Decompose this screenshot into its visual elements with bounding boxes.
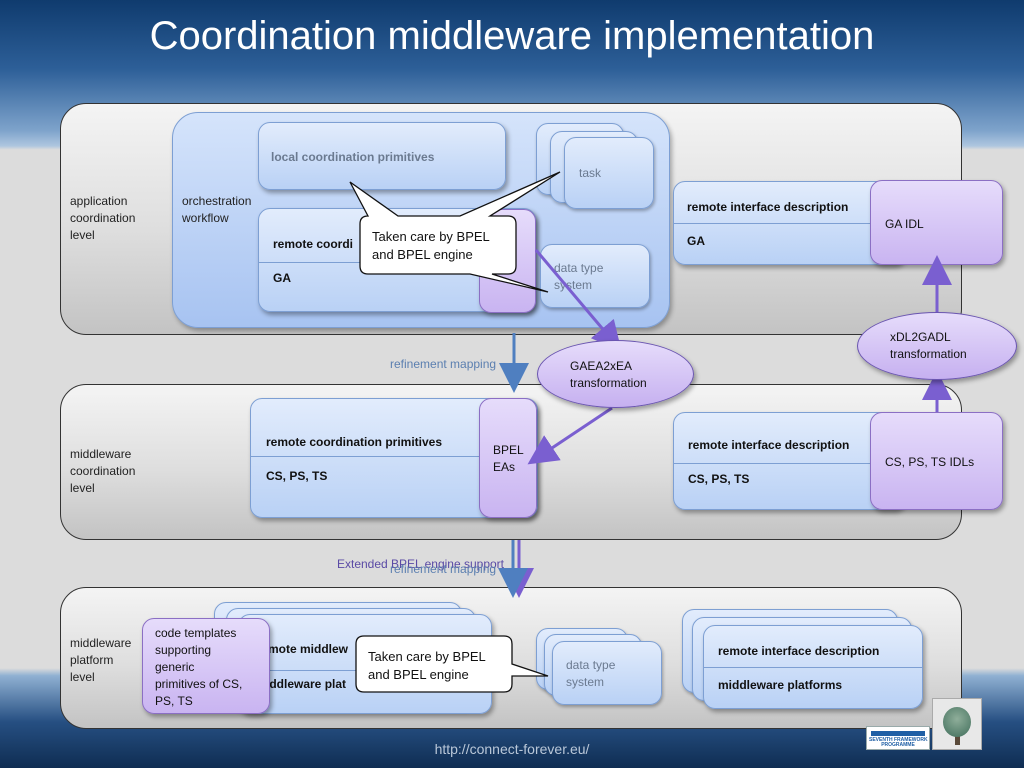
code-templates-box <box>142 618 270 714</box>
mid-cs-ps-ts-label: CS, PS, TS <box>266 469 328 483</box>
bpel-eas-box <box>479 398 537 518</box>
app-remote-interface-label: remote interface description <box>687 200 849 214</box>
tree-crown <box>943 707 971 737</box>
gaea2xea-label: GAEA2xEA transformation <box>570 359 647 390</box>
gaea2xea-ellipse <box>537 340 694 408</box>
mid-cs-ps-ts2-label: CS, PS, TS <box>688 472 750 486</box>
task-label: task <box>579 166 602 180</box>
plat-middleware-platforms-label: middleware platforms <box>718 678 843 692</box>
cs-ps-ts-idls-label: CS, PS, TS IDLs <box>885 455 975 469</box>
plat-data-type-label: data type system <box>566 658 616 689</box>
ga-idl-label: GA IDL <box>885 217 924 231</box>
plat-remote-interface-label: remote interface description <box>718 644 880 658</box>
plat-remote-interface-divider <box>704 667 922 668</box>
plat-middleware-plat-label: iddleware plat <box>266 677 347 691</box>
app-remote-coordination-label: remote coordi <box>273 237 354 251</box>
cs-ps-ts-idls-box <box>870 412 1003 510</box>
mid-remote-divider <box>251 456 481 457</box>
callout-2-text: Taken care by BPEL and BPEL engine <box>368 649 486 682</box>
app-ga-label: GA <box>273 271 291 285</box>
xdl2gadl-label: xDL2GADL transformation <box>890 330 967 361</box>
slide-title: Coordination middleware implementation <box>149 14 875 58</box>
refinement-mapping-2-label: refinement mapping <box>390 562 497 576</box>
gaea-to-eas-arrow <box>527 406 613 465</box>
code-templates-label: code templates supporting generic primit… <box>155 626 243 708</box>
mid-remote-interface-box <box>673 412 905 510</box>
mid-remote-interface-divider <box>674 463 874 464</box>
callout-1-shape <box>349 171 561 293</box>
seventh-framework-logo: SEVENTH FRAMEWORK PROGRAMME <box>866 726 930 750</box>
application-level-label: application coordination level <box>70 194 136 242</box>
middleware-level-label: middleware coordination level <box>70 447 136 495</box>
plat-remote-middleware-label: mote middlew <box>268 642 349 656</box>
callout-1-text: Taken care by BPEL and BPEL engine <box>372 229 490 262</box>
callout-2-shape <box>355 635 549 693</box>
orchestration-label: orchestration workflow <box>182 194 252 225</box>
xdl2gadl-ellipse <box>857 312 1017 380</box>
bpel-to-gaea-arrow <box>534 249 622 352</box>
task-box <box>564 137 654 209</box>
footer-url[interactable]: http://connect-forever.eu/ <box>434 741 590 757</box>
refinement-mapping-1-label: refinement mapping <box>390 357 497 371</box>
mid-remote-coordination-label: remote coordination primitives <box>266 435 443 449</box>
bpel-eas-label: BPEL EAs <box>493 443 524 474</box>
app-ga2-label: GA <box>687 234 705 248</box>
logo-strip <box>871 731 925 736</box>
tree-logo <box>932 698 982 750</box>
tree-trunk <box>955 729 960 745</box>
platform-level-label: middleware platform level <box>70 636 132 684</box>
mid-remote-interface-label: remote interface description <box>688 438 850 452</box>
plat-data-type-box <box>552 641 662 705</box>
app-remote-interface-divider <box>674 223 874 224</box>
logo-text: SEVENTH FRAMEWORK PROGRAMME <box>869 737 928 748</box>
extended-bpel-label: Extended BPEL engine support <box>337 557 505 571</box>
local-coordination-primitives-label: local coordination primitives <box>271 150 435 164</box>
ga-idl-box <box>870 180 1003 265</box>
local-coordination-primitives-box <box>258 122 506 190</box>
